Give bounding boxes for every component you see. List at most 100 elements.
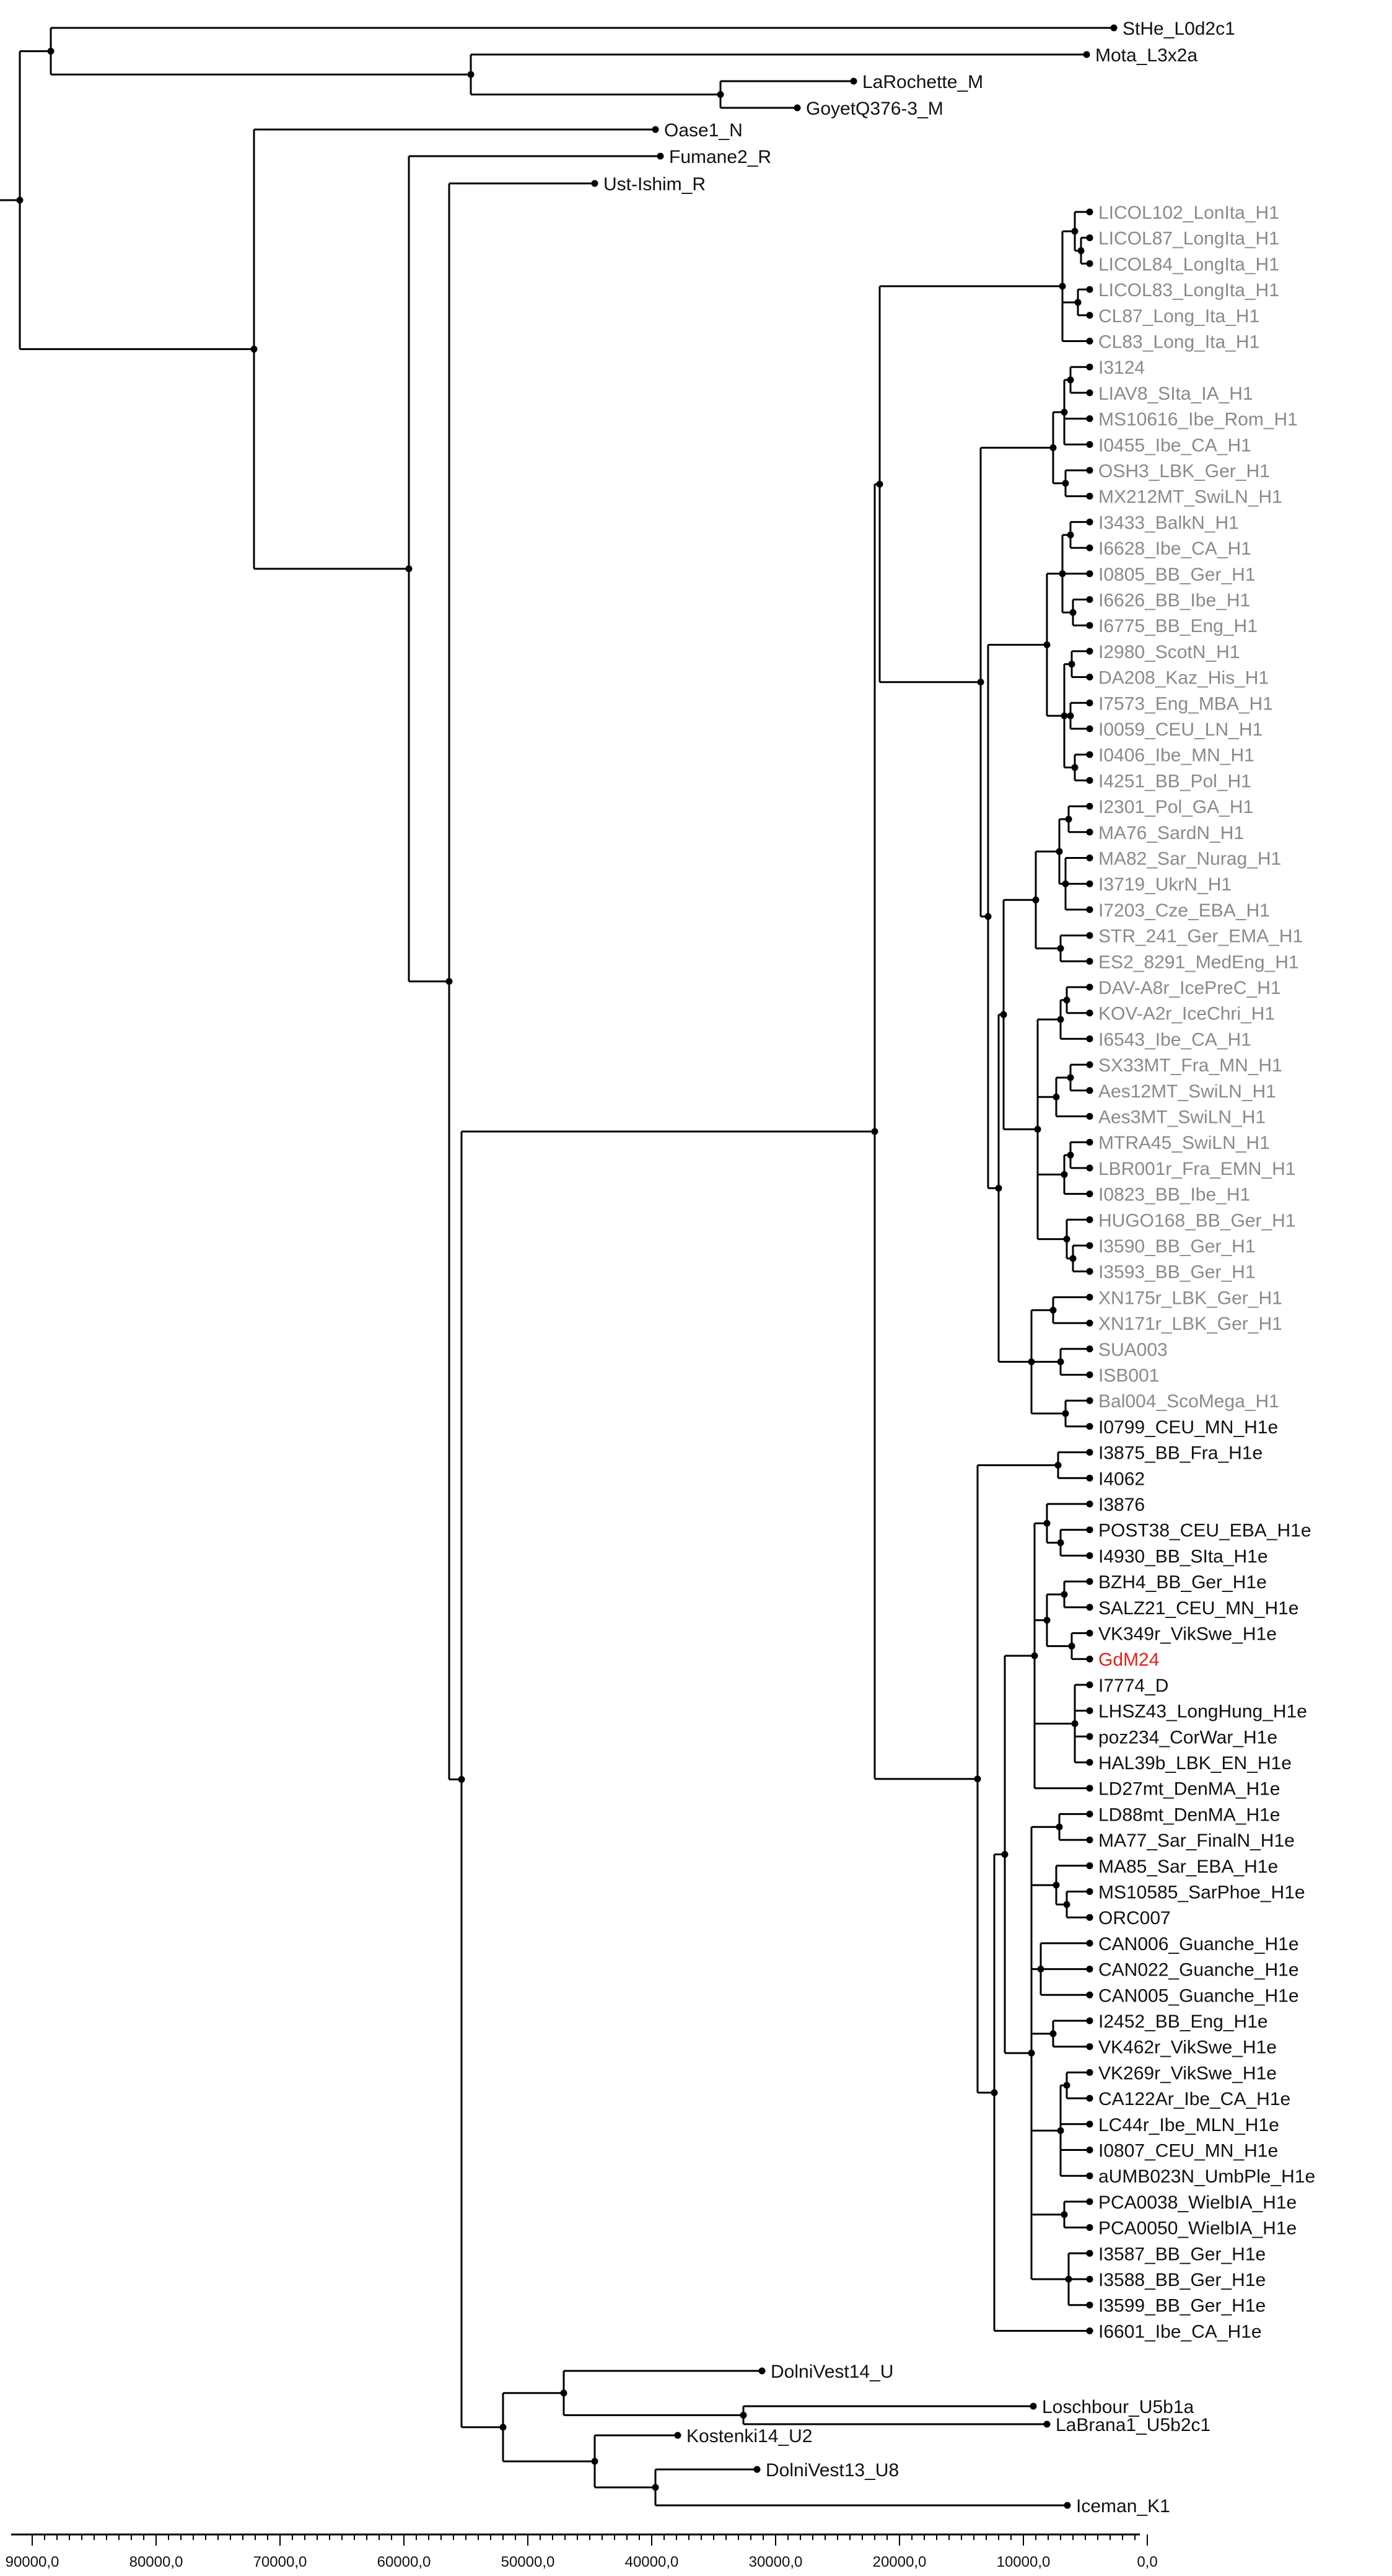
taxon-label: LICOL84_LongIta_H1 [1098,254,1279,275]
internal-node [1071,764,1079,771]
leaf-node [1086,2275,1093,2283]
taxon-label: ISB001 [1098,1366,1159,1386]
taxon-label: ORC007 [1098,1908,1171,1928]
taxon-label: CAN006_Guanche_H1e [1098,1934,1299,1954]
taxon-label: LICOL87_LongIta_H1 [1098,229,1279,249]
taxon-label: I4251_BB_Pol_H1 [1098,771,1251,791]
leaf-node [1086,1061,1093,1068]
leaf-node [1086,1319,1093,1327]
leaf-node [1086,699,1093,706]
leaf-node [1086,1966,1093,1973]
internal-node [991,2089,998,2096]
taxon-label: aUMB023N_UmbPle_H1e [1098,2166,1315,2187]
leaf-node [1086,1035,1093,1042]
internal-node [1071,1720,1079,1727]
taxon-label: I0807_CEU_MN_H1e [1098,2141,1278,2161]
leaf-node [850,77,857,85]
leaf-node [1030,2402,1037,2410]
leaf-node [1086,234,1093,242]
taxon-label: CA122Ar_Ibe_CA_H1e [1098,2089,1290,2109]
internal-node [445,978,453,985]
taxon-label: I0406_Ibe_MN_H1 [1098,745,1254,766]
taxon-label: I3590_BB_Ger_H1 [1098,1236,1256,1257]
taxon-label: MA76_SardN_H1 [1098,823,1244,843]
internal-node [876,480,883,488]
taxon-label: Loschbour_U5b1a [1042,2397,1194,2417]
leaf-node [1086,1681,1093,1689]
leaf-node [1086,1785,1093,1792]
internal-node [717,91,724,98]
leaf-node [1086,1474,1093,1482]
internal-node [1056,1823,1063,1831]
internal-node [974,1775,981,1783]
leaf-node [1086,802,1093,810]
leaf-node [1086,467,1093,474]
internal-node [1037,1966,1044,1973]
taxon-label: POST38_CEU_EBA_H1e [1098,1521,1311,1541]
leaf-node [674,2432,681,2439]
taxon-label: poz234_CorWar_H1e [1098,1727,1277,1747]
leaf-node [1086,983,1093,991]
taxon-label: MA85_Sar_EBA_H1e [1098,1857,1278,1877]
leaf-node [1086,932,1093,939]
leaf-node [1086,1733,1093,1740]
leaf-node [1086,2017,1093,2024]
taxon-label: SUA003 [1098,1340,1168,1360]
internal-node [1061,1591,1068,1598]
leaf-node [1086,1862,1093,1870]
leaf-node [1086,2172,1093,2179]
taxon-label: Oase1_N [664,120,743,141]
taxon-label: I4062 [1098,1469,1145,1489]
leaf-node [1086,1578,1093,1585]
leaf-node [1086,1707,1093,1715]
taxon-label: DolniVest13_U8 [766,2460,899,2481]
internal-node [1067,376,1074,384]
internal-node [250,345,258,353]
internal-node [1067,712,1074,719]
taxon-label: I2980_ScotN_H1 [1098,642,1240,662]
internal-node [1057,2127,1064,2134]
internal-node [1043,1519,1051,1527]
taxon-label: I0805_BB_Ger_H1 [1098,565,1256,585]
taxon-label: LC44r_Ibe_MLN_H1e [1098,2115,1279,2135]
taxon-label: SX33MT_Fra_MN_H1 [1098,1055,1282,1076]
leaf-node [591,180,598,187]
leaf-node [1083,51,1090,58]
internal-node [984,913,992,920]
leaf-node [1086,829,1093,836]
internal-node [1068,661,1075,668]
taxon-label: I4930_BB_SIta_H1e [1098,1546,1268,1567]
leaf-node [1086,957,1093,965]
leaf-node [1086,2043,1093,2051]
taxon-label: CL87_Long_Ita_H1 [1098,306,1259,327]
taxon-label: BZH4_BB_Ger_H1e [1098,1572,1267,1593]
internal-node [1077,247,1085,255]
taxon-label: XN175r_LBK_Ger_H1 [1098,1288,1282,1308]
taxon-label: PCA0050_WielbIA_H1e [1098,2218,1297,2239]
taxon-label: KOV-A2r_IceChri_H1 [1098,1004,1275,1024]
internal-node [458,1775,465,1783]
taxon-label: I3588_BB_Ger_H1e [1098,2270,1266,2290]
taxon-label: LICOL83_LongIta_H1 [1098,280,1279,301]
internal-node [1062,880,1069,887]
internal-node [977,679,984,686]
internal-node [1065,2275,1072,2283]
internal-node [1061,712,1068,719]
taxon-label: PCA0038_WielbIA_H1e [1098,2192,1297,2213]
taxon-label: LaRochette_M [862,72,983,92]
leaf-node [657,152,664,160]
leaf-node [1086,570,1093,578]
internal-node [1067,1151,1074,1159]
internal-node [1059,283,1066,290]
leaf-node [794,104,801,112]
leaf-node [1086,2121,1093,2128]
taxon-label: I3719_UkrN_H1 [1098,874,1232,895]
leaf-node [1086,855,1093,861]
taxon-label: LD27mt_DenMA_H1e [1098,1779,1280,1800]
leaf-node [1086,2147,1093,2153]
internal-node [1069,609,1077,616]
internal-node [1057,1016,1064,1023]
internal-node [591,2458,598,2465]
leaf-node [1086,596,1093,603]
leaf-node [1086,2198,1093,2205]
